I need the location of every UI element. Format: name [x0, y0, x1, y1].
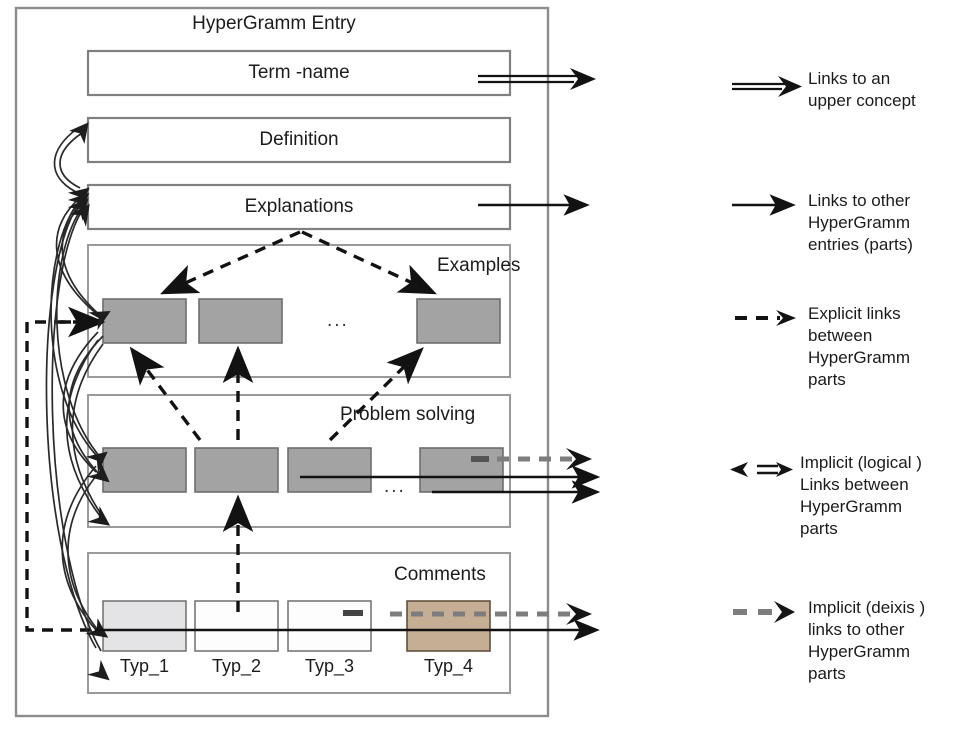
- comments-deixis-link: [390, 603, 592, 625]
- implicit-logical-arrowheads: [67, 122, 111, 681]
- legend-icon-gray-dashed-arrow: [733, 601, 795, 623]
- definition-label: Definition: [259, 129, 339, 150]
- typ-3-label: Typ_3: [304, 656, 355, 676]
- problem-solving-section-label: Problem solving: [340, 404, 476, 425]
- typ-1-label: Typ_1: [119, 656, 170, 676]
- typ-4-block: [406, 600, 491, 652]
- implicit-logical-links-group: [45, 127, 106, 652]
- problem-solving-outgoing-links: [300, 465, 601, 504]
- entry-title: HyperGramm Entry: [192, 13, 356, 34]
- explanations-box: [86, 183, 512, 231]
- legend-icon-dashed-arrow: [735, 310, 796, 326]
- examples-blocks: [102, 298, 501, 344]
- upper-concept-link-arrow: [478, 68, 596, 90]
- problem-solving-ellipsis: ...: [384, 476, 406, 497]
- legend-icon-double-line-arrow: [732, 76, 802, 97]
- entry-outer-frame: [14, 6, 550, 718]
- typ-4-label: Typ_4: [423, 656, 474, 676]
- comments-section-label: Comments: [394, 564, 486, 585]
- examples-section-label: Examples: [437, 255, 521, 276]
- explicit-left-bracket-link: [25, 306, 106, 632]
- typ-3-tick: [343, 610, 363, 616]
- problem-solving-blocks: [102, 447, 504, 493]
- problem-solving-deixis-link: [497, 448, 592, 470]
- legend-label-implicit-logical: Implicit (logical ) Links between HyperG…: [800, 453, 922, 539]
- legend-label-other-entries: Links to other HyperGramm entries (parts…: [808, 191, 913, 255]
- typ-2-label: Typ_2: [211, 656, 262, 676]
- term-name-label: Term -name: [248, 62, 350, 83]
- definition-box: [86, 116, 512, 164]
- legend-label-explicit-links: Explicit links between HyperGramm parts: [808, 304, 911, 390]
- examples-ellipsis: ...: [327, 310, 349, 331]
- typ-3-block: [287, 600, 372, 652]
- comments-blocks: [102, 600, 491, 652]
- typ-1-block: [102, 600, 187, 652]
- term-name-box: [86, 49, 512, 97]
- legend-label-upper-concept: Links to an upper concept: [808, 69, 916, 111]
- legend-label-implicit-deixis: Implicit (deixis ) links to other HyperG…: [808, 598, 926, 684]
- legend-icon-double-headed-arrow: [730, 462, 793, 477]
- explicit-links-group: [129, 230, 437, 612]
- explanations-label: Explanations: [244, 196, 354, 217]
